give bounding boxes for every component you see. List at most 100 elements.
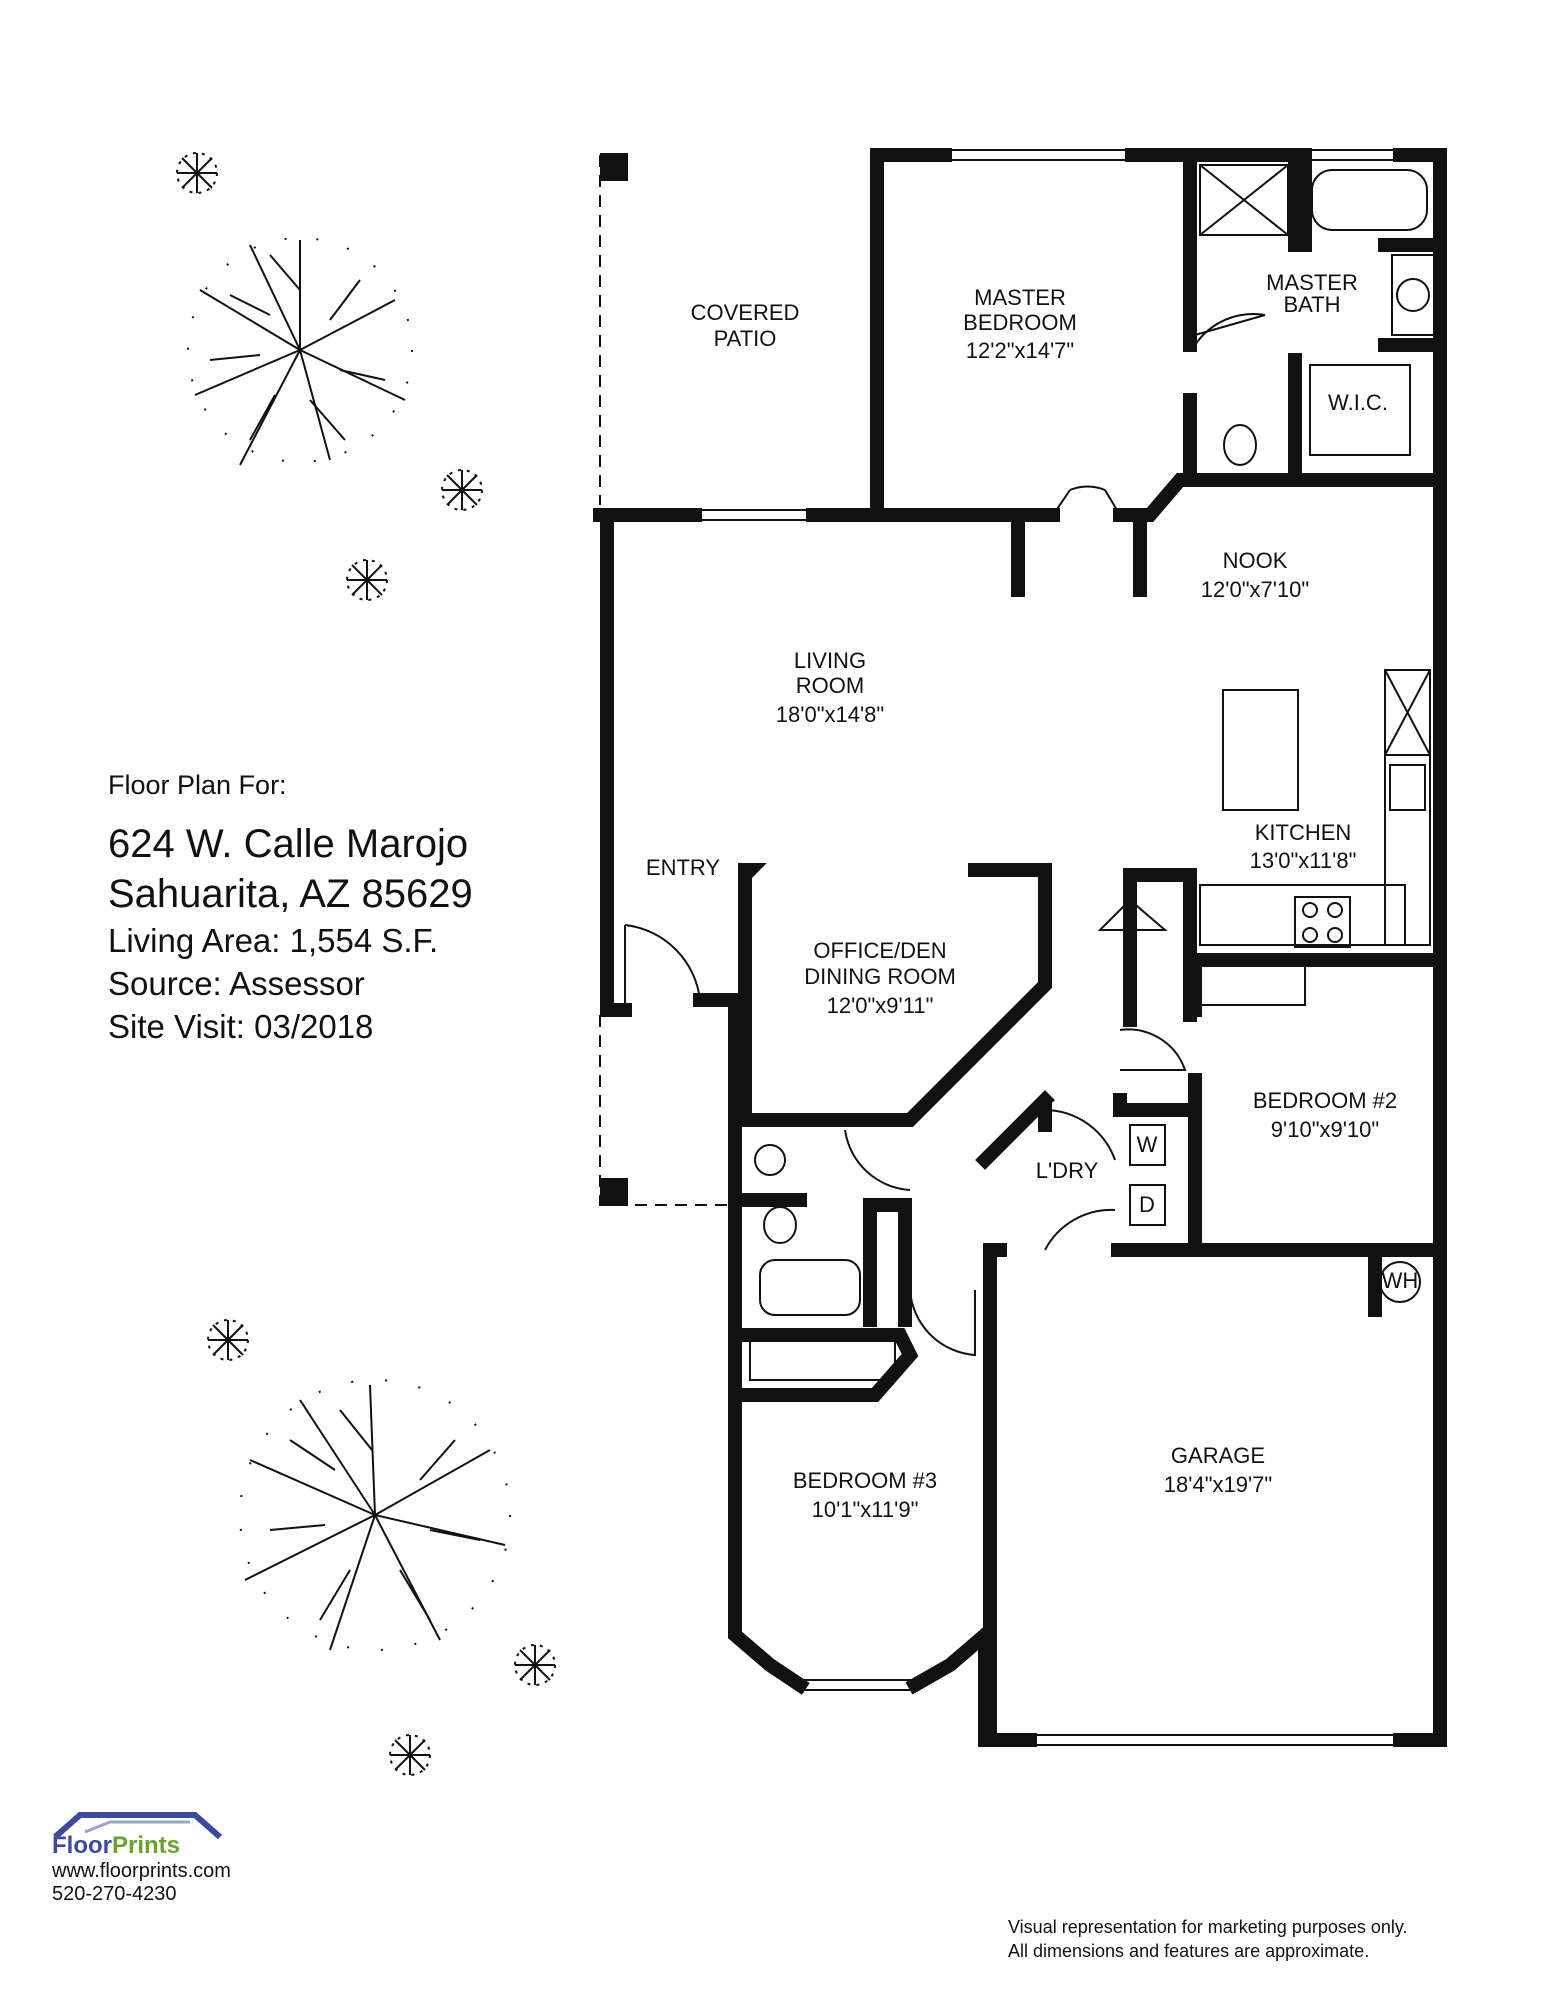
disclaimer: Visual representation for marketing purp…: [1008, 1915, 1408, 1963]
sliding-door: [694, 509, 814, 521]
master-bedroom-label-2: BEDROOM: [963, 310, 1077, 335]
nook-label: NOOK: [1223, 548, 1288, 573]
bedroom2-dim: 9'10"x9'10": [1271, 1117, 1379, 1142]
office-label-2: DINING ROOM: [804, 964, 956, 989]
tree-icon-large-bottom: [239, 1379, 511, 1651]
brand-floor: Floor: [52, 1832, 112, 1859]
bedroom2-label: BEDROOM #2: [1253, 1088, 1397, 1113]
city-state-zip: Sahuarita, AZ 85629: [108, 872, 473, 916]
bedroom3-door: [909, 1289, 976, 1357]
entry-label: ENTRY: [646, 855, 720, 880]
sink-bowl-icon: [1396, 278, 1430, 312]
shrub-icon-4: [207, 1319, 249, 1361]
street-address: 624 W. Calle Marojo: [108, 822, 469, 866]
garage-dim: 18'4"x19'7": [1164, 1472, 1272, 1497]
kitchen-label: KITCHEN: [1255, 820, 1352, 845]
data-source: Source: Assessor: [108, 965, 365, 1002]
stove-icon: [1294, 896, 1351, 948]
dryer-box: [1129, 1184, 1166, 1226]
patio-post: [600, 1178, 628, 1206]
entry-door: [624, 924, 701, 1010]
refrigerator-icon: [1384, 669, 1431, 756]
office-dim: 12'0"x9'11": [827, 993, 934, 1018]
bedroom3-dim: 10'1"x11'9": [812, 1497, 919, 1522]
covered-patio-label-2: PATIO: [714, 326, 777, 351]
brand-prints: Prints: [112, 1832, 181, 1859]
shrub-icons: [176, 152, 556, 1776]
floorprints-logo: FloorPrints: [52, 1832, 180, 1860]
bath-door: [844, 1129, 911, 1191]
shrub-icon-6: [389, 1734, 431, 1776]
hall-closet: [1194, 964, 1306, 1006]
living-room-dim: 18'0"x14'8": [776, 702, 884, 727]
master-bedroom-dim: 12'2"x14'7": [966, 338, 1074, 363]
window: [729, 1034, 741, 1116]
windows: [601, 149, 1446, 1746]
living-room-label-2: ROOM: [796, 673, 864, 698]
nook-dim: 12'0"x7'10": [1201, 577, 1309, 602]
hall-door: [1119, 1028, 1187, 1071]
laundry-door: [1044, 1109, 1116, 1251]
water-heater-label: WH: [1382, 1268, 1419, 1293]
kitchen-island: [1222, 689, 1299, 811]
living-room-label: LIVING: [794, 648, 866, 673]
website-link[interactable]: www.floorprints.com: [52, 1860, 231, 1882]
window: [1434, 749, 1446, 821]
bathtub-icon: [1311, 169, 1428, 231]
master-door: [1052, 485, 1121, 516]
wic-closet: [1309, 364, 1411, 456]
washer-label: W: [1137, 1132, 1158, 1157]
shrub-icon-1: [176, 152, 218, 194]
bedroom3-closet: [749, 1339, 896, 1381]
floorprints-logo-icon: [53, 1812, 222, 1840]
washer-box: [1129, 1124, 1166, 1166]
toilet-icon: [1223, 424, 1257, 466]
bedroom3-label: BEDROOM #3: [793, 1468, 937, 1493]
garage-door: [1029, 1734, 1401, 1746]
wic-label: W.I.C.: [1328, 390, 1388, 415]
window: [944, 149, 1133, 161]
window: [799, 1679, 916, 1691]
kitchen-sink-icon: [1389, 764, 1426, 811]
hall-toilet-icon: [763, 1206, 797, 1244]
kitchen-dim: 13'0"x11'8": [1250, 848, 1357, 873]
master-bath-label-2: BATH: [1283, 292, 1340, 317]
shrub-icon-5: [514, 1644, 556, 1686]
master-bath-label: MASTER: [1266, 270, 1358, 295]
disclaimer-line-1: Visual representation for marketing purp…: [1008, 1917, 1408, 1937]
walls: [593, 148, 1447, 1747]
tree-icon-large-top: [187, 237, 413, 466]
room-labels: COVERED PATIO MASTER BEDROOM 12'2"x14'7"…: [646, 270, 1418, 1522]
window: [601, 804, 613, 886]
kitchen-counter: [1199, 884, 1406, 946]
covered-patio-label: COVERED: [691, 300, 800, 325]
closet-door: [1194, 313, 1266, 346]
hall-sink-icon: [754, 1144, 786, 1176]
doors: [624, 313, 1266, 1357]
fixtures: [749, 164, 1435, 1381]
sink-icon: [1391, 254, 1435, 336]
site-visit: Site Visit: 03/2018: [108, 1008, 374, 1045]
window: [1299, 149, 1401, 161]
shrub-icon-3: [346, 559, 388, 601]
dryer-label: D: [1139, 1192, 1155, 1217]
window: [1434, 1084, 1446, 1156]
living-area: Living Area: 1,554 S.F.: [108, 922, 439, 959]
disclaimer-line-2: All dimensions and features are approxim…: [1008, 1941, 1370, 1961]
window: [1434, 539, 1446, 631]
phone-number: 520-270-4230: [52, 1883, 177, 1905]
hall-bathtub-icon: [759, 1259, 861, 1316]
master-bedroom-label: MASTER: [974, 285, 1066, 310]
water-heater-icon: [1379, 1261, 1421, 1303]
shrub-icon-2: [441, 469, 483, 511]
floor-plan-intro: Floor Plan For:: [108, 770, 287, 800]
property-info: Floor Plan For: 624 W. Calle Marojo Sahu…: [108, 770, 473, 1048]
office-label: OFFICE/DEN: [813, 938, 946, 963]
pantry-door: [1097, 898, 1168, 931]
patio-post: [600, 153, 628, 181]
garage-label: GARAGE: [1171, 1443, 1265, 1468]
laundry-label: L'DRY: [1036, 1158, 1099, 1183]
contact-info: www.floorprints.com 520-270-4230: [52, 1860, 231, 1906]
shower-icon: [1199, 164, 1289, 236]
